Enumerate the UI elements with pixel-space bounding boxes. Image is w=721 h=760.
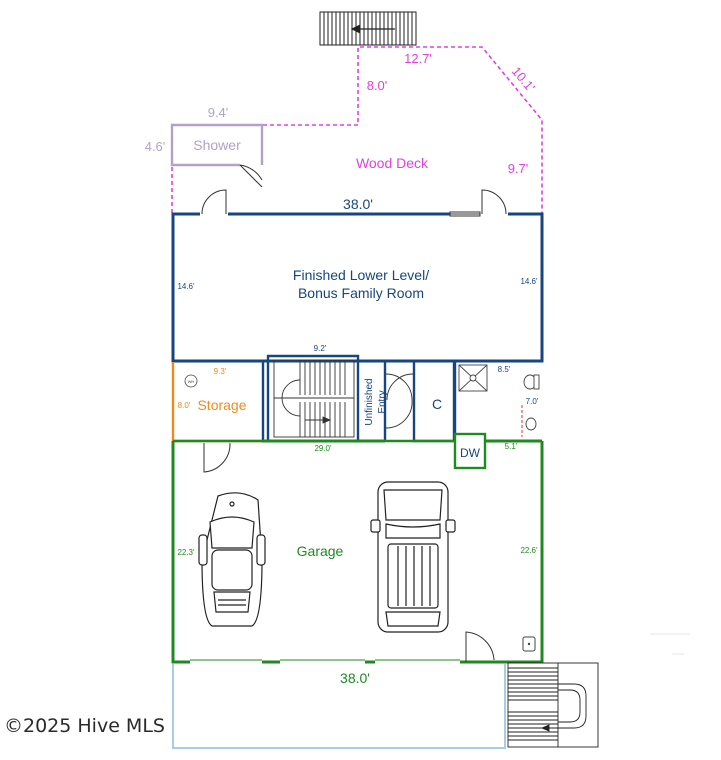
storage-door [203, 442, 231, 473]
dishwasher-label: DW [460, 446, 481, 460]
garage-dim-left: 22.3' [177, 548, 195, 557]
garage-outlet-dot [527, 642, 531, 646]
interior-stairs [266, 354, 360, 441]
living-label-line2: Bonus Family Room [298, 285, 424, 301]
faint-marks [650, 633, 690, 655]
deck-dim-left-step: 8.0' [367, 78, 388, 93]
shower-dim-top: 9.4' [208, 105, 229, 120]
shower-room [170, 123, 264, 167]
closet-label: C [432, 396, 442, 412]
living-dim-top: 38.0' [343, 196, 373, 212]
wood-deck-outline [171, 46, 543, 213]
shower-door [239, 164, 263, 188]
stair-treads [273, 359, 355, 438]
driveway-outline [172, 664, 506, 749]
bath-dim-bottom: 5.1' [505, 442, 518, 451]
car-left-icon [198, 492, 266, 627]
garage-label: Garage [297, 543, 344, 559]
bottom-stairs [507, 662, 599, 748]
shower-label: Shower [193, 137, 241, 153]
top-stairs [319, 11, 417, 46]
entry-doors [385, 373, 414, 429]
bath-dim-side: 7.0' [526, 397, 539, 406]
garage-side-door [465, 631, 495, 662]
living-dim-right: 14.6' [520, 277, 538, 286]
living-dim-left: 14.6' [177, 282, 195, 291]
shower-dim-side: 4.6' [145, 139, 166, 154]
watermark: ©2025 Hive MLS [4, 715, 165, 737]
dishwasher-box [453, 432, 487, 470]
deck-dim-right: 9.7' [508, 161, 529, 176]
middle-dim-bottom: 29.0' [314, 444, 332, 453]
entry-label-line1: Unfinished [364, 378, 375, 425]
bath-fixtures [458, 364, 540, 431]
deck-dim-top: 12.7' [404, 51, 432, 66]
deck-dim-diagonal: 10.1' [509, 64, 538, 95]
storage-dim-side: 8.0' [178, 401, 191, 410]
deck-doors [200, 189, 508, 217]
water-heater-label: WH [188, 379, 195, 384]
deck-label: Wood Deck [356, 155, 429, 171]
entry-walls [383, 359, 456, 443]
garage-dim-bottom: 38.0' [340, 670, 370, 686]
car-right-icon [370, 481, 456, 633]
storage-dim-top: 9.3' [214, 367, 227, 376]
stair-dim: 9.2' [314, 344, 327, 353]
water-heater-icon [184, 374, 198, 388]
garage-dim-right: 22.6' [520, 546, 538, 555]
living-label-line1: Finished Lower Level/ [293, 267, 429, 283]
bath-dim-top: 8.5' [498, 365, 511, 374]
storage-label: Storage [197, 397, 246, 413]
entry-label-line2: Entry [377, 390, 388, 413]
